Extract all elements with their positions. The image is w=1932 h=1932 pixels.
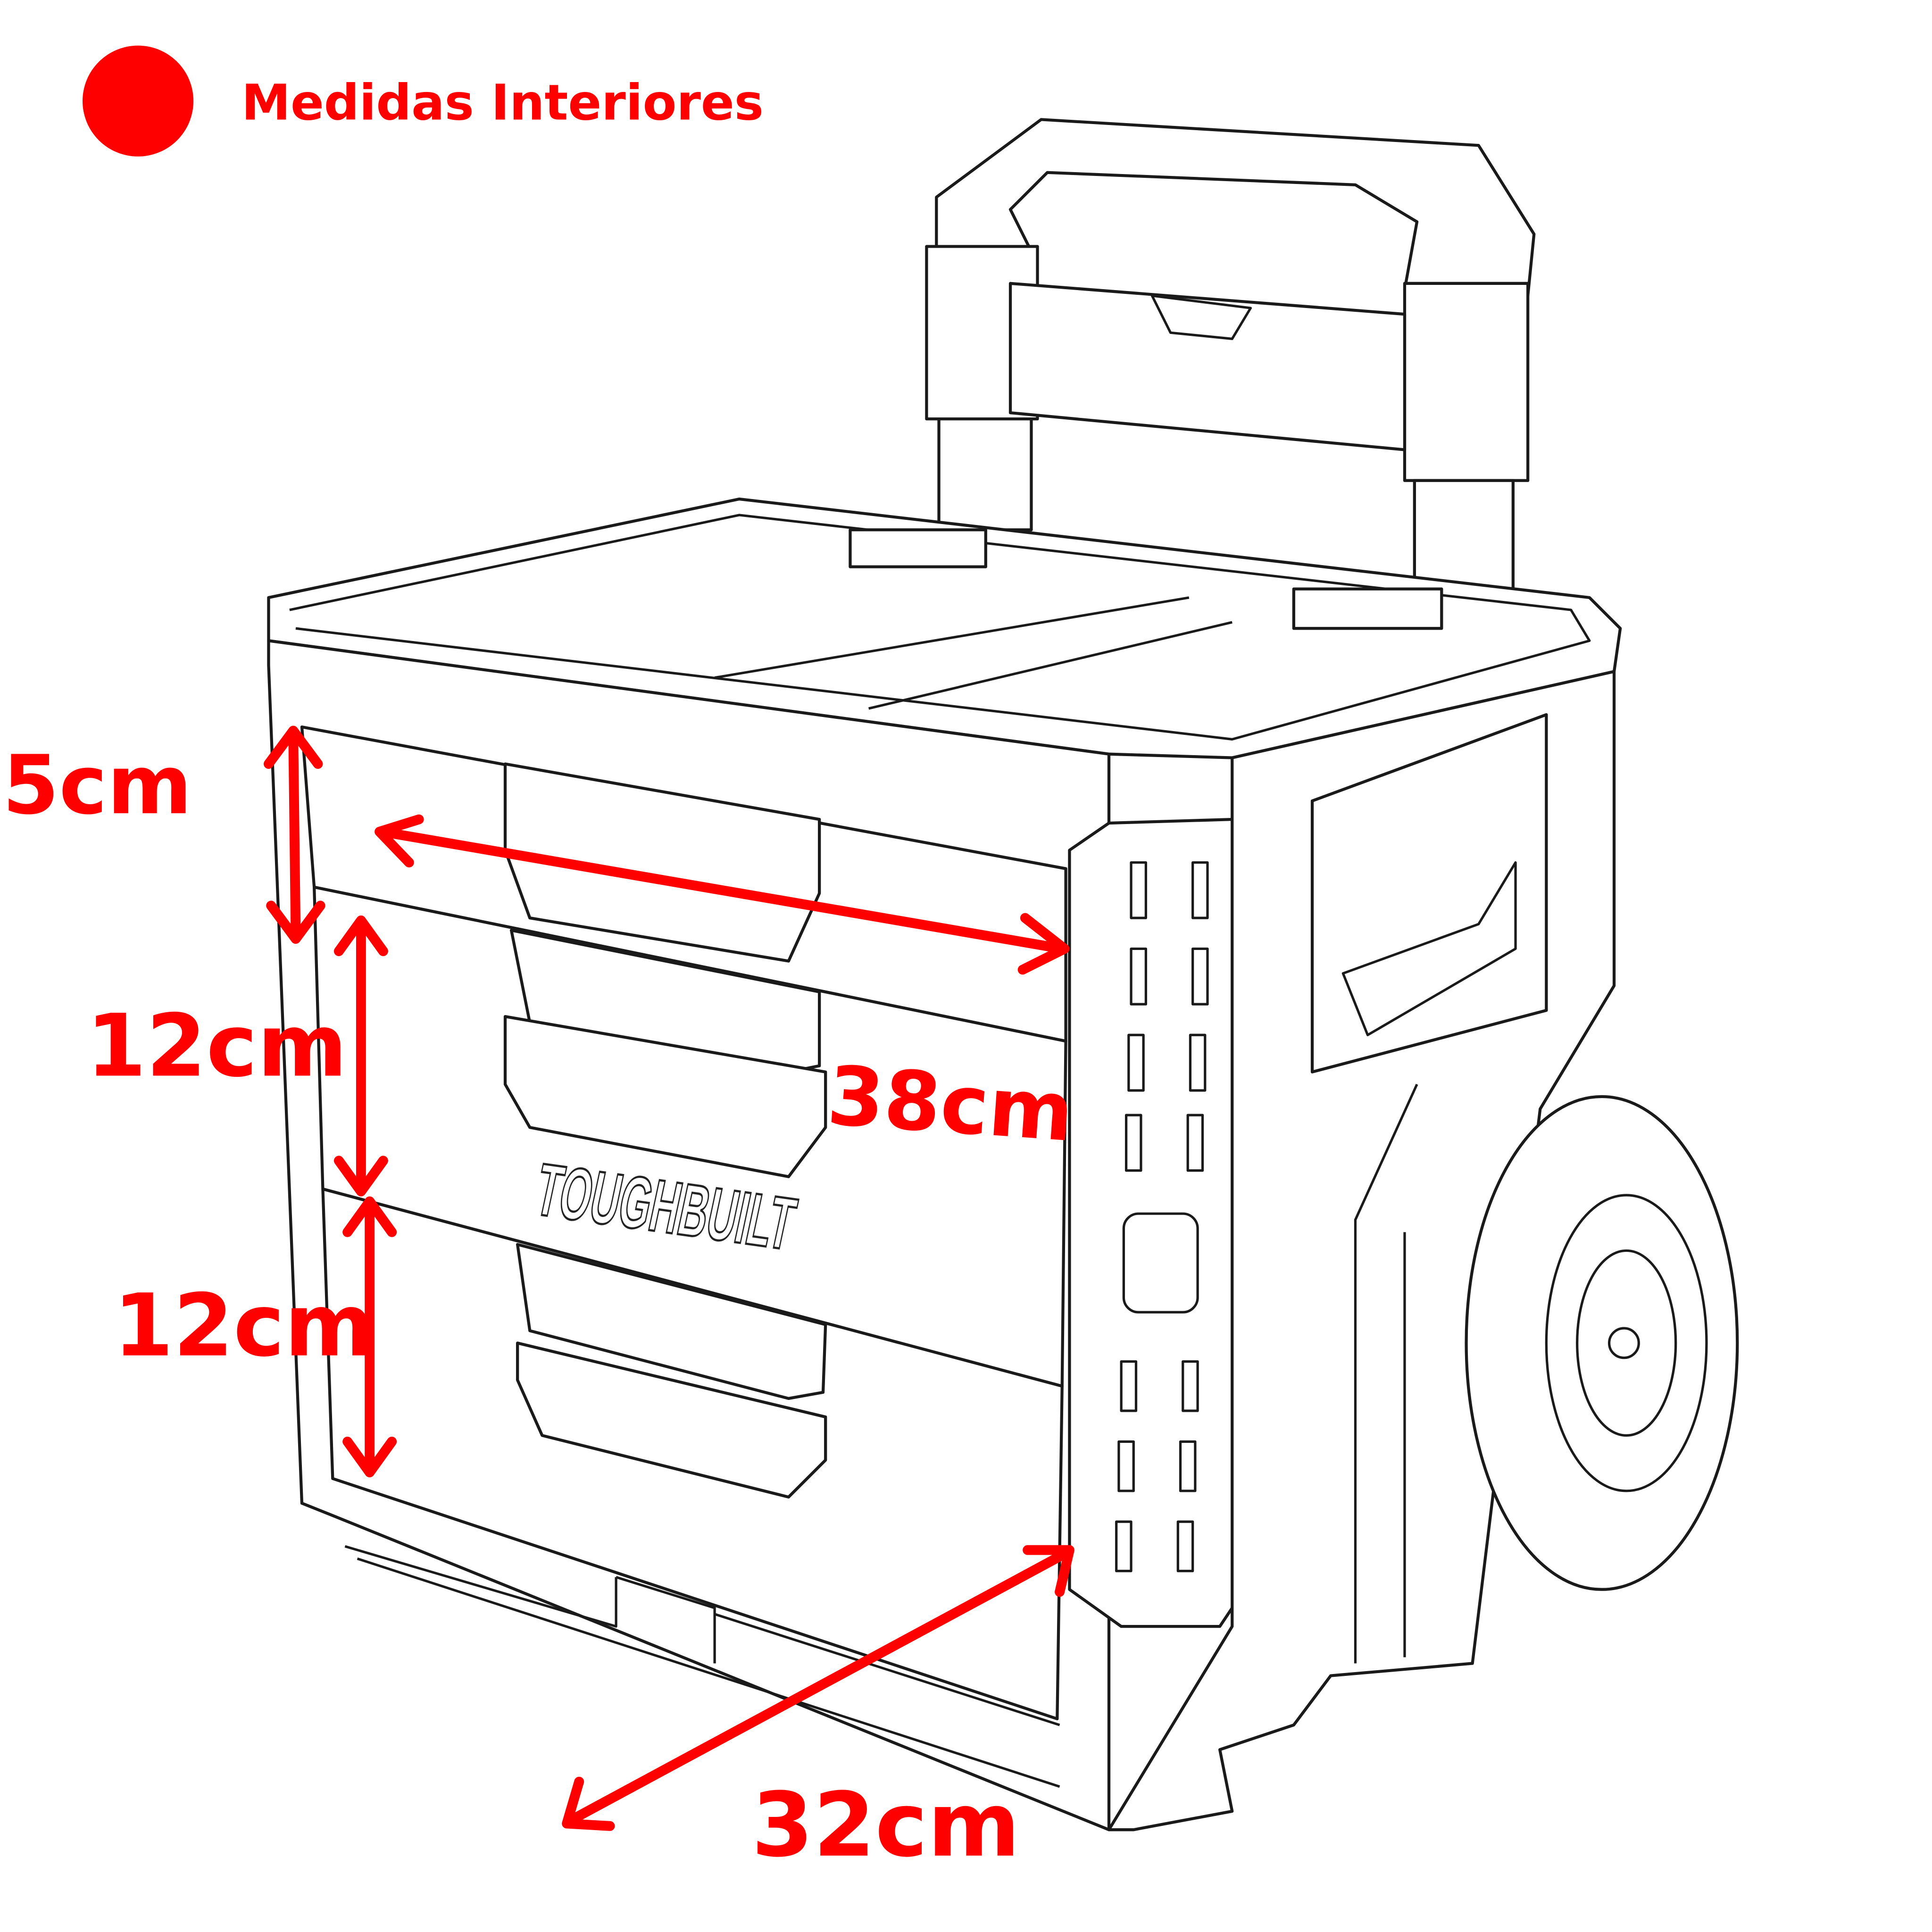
- top-drawer-height-label: 5cm: [2, 738, 192, 833]
- width-label: 38cm: [824, 1048, 1076, 1160]
- legend-marker-icon: [83, 45, 194, 157]
- telescoping-handle: [925, 118, 1536, 593]
- middle-drawer-height-label: 12cm: [86, 996, 347, 1096]
- legend-label: Medidas Interiores: [242, 74, 764, 131]
- depth-label: 32cm: [751, 1774, 1020, 1877]
- wheel: [1465, 1095, 1739, 1591]
- bottom-drawer-height-label: 12cm: [113, 1275, 374, 1376]
- side-rail: [1068, 818, 1258, 1628]
- toolbox-illustration: TOUGHBUILT: [267, 118, 1739, 1832]
- depth-arrow: [562, 1545, 1074, 1831]
- bottom-drawer-height-arrow: [342, 1196, 397, 1478]
- middle-drawer-height-arrow: [333, 915, 388, 1197]
- top-drawer-height-arrow: [264, 725, 325, 944]
- dimension-annotations: 5cm 12cm 12cm 38cm 32cm: [2, 725, 1076, 1877]
- width-arrow: [375, 814, 1070, 975]
